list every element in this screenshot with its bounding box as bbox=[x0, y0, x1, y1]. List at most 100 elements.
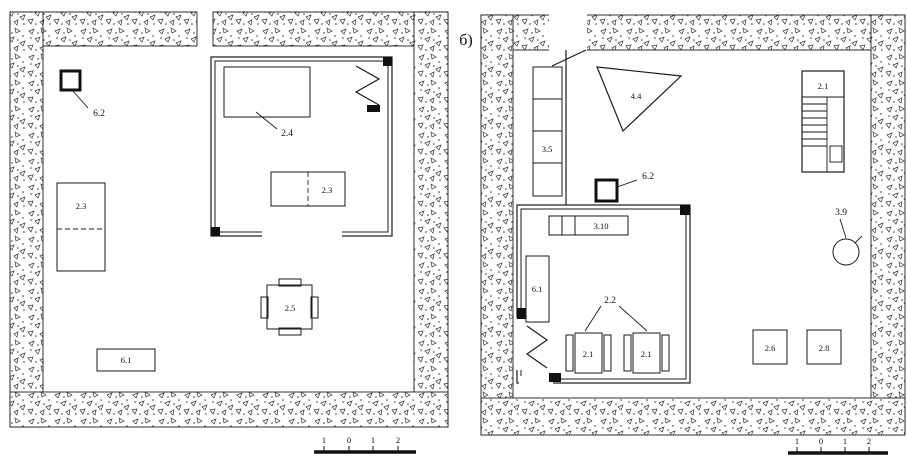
scale-b-num-0: 1 bbox=[795, 436, 799, 446]
bench-strip bbox=[661, 334, 670, 372]
furniture-2-3-left bbox=[56, 182, 106, 272]
plan-a-wall-left bbox=[9, 11, 44, 428]
plan-b-wall-left bbox=[480, 14, 514, 436]
table-2-5-flap-bottom bbox=[278, 327, 302, 336]
scale-b-num-2: 1 bbox=[843, 436, 847, 446]
plan-b: б) 3.5 4.4 2.1 bbox=[459, 13, 906, 455]
inner-room-b-outer-wall bbox=[516, 204, 691, 384]
folding-door-b bbox=[525, 325, 549, 369]
shelf-3-10 bbox=[574, 215, 629, 236]
plan-b-item-3-9: 3.9 bbox=[832, 208, 863, 266]
fixture-6-2 bbox=[59, 69, 82, 92]
plan-b-item-2-1-top: 2.1 bbox=[801, 70, 845, 173]
table-2-1-a bbox=[574, 332, 603, 374]
leader-2-2-right bbox=[618, 305, 648, 332]
label-3-5: 3.5 bbox=[542, 144, 553, 154]
bench-6-1 bbox=[96, 348, 156, 372]
label-2-5: 2.5 bbox=[285, 303, 296, 313]
bench-6-1-b bbox=[525, 255, 550, 323]
label-6-2: 6.2 bbox=[93, 109, 105, 119]
scale-a-num-1: 0 bbox=[347, 435, 351, 445]
plan-b-inner-room bbox=[514, 204, 691, 386]
label-3-9: 3.9 bbox=[835, 208, 847, 218]
label-2-1-top: 2.1 bbox=[818, 81, 829, 91]
fixture-3-9-tick bbox=[854, 235, 863, 244]
fixture-3-9-circle bbox=[832, 238, 860, 266]
shelf-3-10-cell bbox=[548, 215, 563, 236]
label-4-4: 4.4 bbox=[631, 91, 642, 101]
plan-b-walls bbox=[480, 13, 906, 436]
leader-6-2-b bbox=[616, 179, 638, 188]
bench-strip bbox=[565, 334, 574, 372]
plan-b-wall-right bbox=[870, 14, 906, 436]
plan-a-item-2-3-room: 2.3 bbox=[270, 171, 346, 207]
corner-mark-a-1 bbox=[383, 57, 392, 66]
label-2-2: 2.2 bbox=[604, 296, 616, 306]
plan-a-walls bbox=[9, 11, 449, 428]
plan-b-scale-bar: 1 0 1 2 bbox=[788, 436, 888, 455]
label-2-3-room: 2.3 bbox=[322, 185, 333, 195]
plan-a-inner-room bbox=[210, 56, 393, 240]
scale-b-num-1: 0 bbox=[819, 436, 823, 446]
plan-b-item-2-6: 2.6 bbox=[752, 329, 788, 365]
label-2-1-a: 2.1 bbox=[583, 349, 594, 359]
box-2-8 bbox=[806, 329, 842, 365]
plan-a-item-2-3-left: 2.3 bbox=[56, 182, 106, 272]
plan-b-item-3-10: 3.10 bbox=[548, 215, 629, 236]
label-3-10: 3.10 bbox=[594, 221, 609, 231]
label-2-4: 2.4 bbox=[281, 129, 293, 139]
bench-strip bbox=[623, 334, 632, 372]
label-2-8: 2.8 bbox=[819, 343, 830, 353]
shelf-3-10-cell bbox=[561, 215, 576, 236]
plan-b-entry-opening bbox=[549, 13, 587, 52]
wardrobe-2-1 bbox=[801, 70, 845, 173]
plan-a-item-2-5: 2.5 bbox=[260, 278, 319, 336]
corner-mark-b-2 bbox=[517, 308, 526, 319]
shelf-3-5 bbox=[532, 66, 563, 197]
plan-b-letter: б) bbox=[459, 32, 472, 49]
table-2-1-b bbox=[632, 332, 661, 374]
plan-b-item-3-5: 3.5 bbox=[532, 66, 563, 197]
plan-b-item-2-2-group: 2.2 2.1 2.1 bbox=[565, 296, 670, 374]
table-2-5-flap-right bbox=[310, 296, 319, 319]
inner-room-b-bottom-opening bbox=[519, 376, 553, 386]
furniture-2-4 bbox=[223, 66, 311, 118]
leader-6-2 bbox=[71, 89, 89, 109]
scale-a-num-0: 1 bbox=[322, 435, 326, 445]
plan-a-wall-top-right bbox=[212, 11, 449, 47]
plan-a-wall-bottom bbox=[9, 391, 449, 428]
plan-a-item-2-4: 2.4 bbox=[223, 66, 311, 139]
corner-mark-a-2 bbox=[367, 105, 380, 112]
plan-b-wall-bottom bbox=[480, 397, 906, 436]
corner-mark-b-1 bbox=[680, 205, 690, 215]
wardrobe-2-1-box bbox=[829, 145, 843, 163]
plan-b-item-6-2: 6.2 bbox=[594, 172, 654, 203]
wardrobe-2-1-steps bbox=[802, 103, 827, 147]
table-2-5-flap-left bbox=[260, 296, 269, 319]
corner-mark-a-3 bbox=[211, 227, 220, 236]
inner-room-a-outer-wall bbox=[210, 56, 393, 237]
folding-door-a bbox=[354, 65, 381, 106]
leader-2-4 bbox=[255, 111, 278, 130]
plan-b-item-6-1: 6.1 bbox=[525, 255, 550, 323]
plan-a-wall-right bbox=[413, 11, 449, 428]
leader-3-9 bbox=[839, 218, 847, 239]
plan-a: 2.4 2.3 6.2 2.3 2.5 6.1 bbox=[9, 11, 449, 454]
table-2-5 bbox=[266, 284, 313, 330]
plan-a-item-6-1: 6.1 bbox=[96, 348, 156, 372]
inner-room-a-door-opening bbox=[262, 226, 342, 240]
inner-room-b-inner-wall bbox=[520, 208, 687, 380]
label-6-2-b: 6.2 bbox=[642, 172, 654, 182]
plan-a-item-6-2: 6.2 bbox=[59, 69, 105, 119]
corner-mark-b-3 bbox=[549, 373, 561, 382]
plan-b-item-2-8: 2.8 bbox=[806, 329, 842, 365]
plan-a-scale-bar: 1 0 1 2 bbox=[314, 435, 416, 454]
fixture-6-2-b bbox=[594, 178, 619, 203]
scale-a-num-2: 1 bbox=[371, 435, 375, 445]
table-2-5-flap-top bbox=[278, 278, 302, 287]
inner-room-b-side-opening bbox=[514, 318, 525, 370]
scale-a-num-3: 2 bbox=[396, 435, 400, 445]
label-2-1-b: 2.1 bbox=[641, 349, 652, 359]
